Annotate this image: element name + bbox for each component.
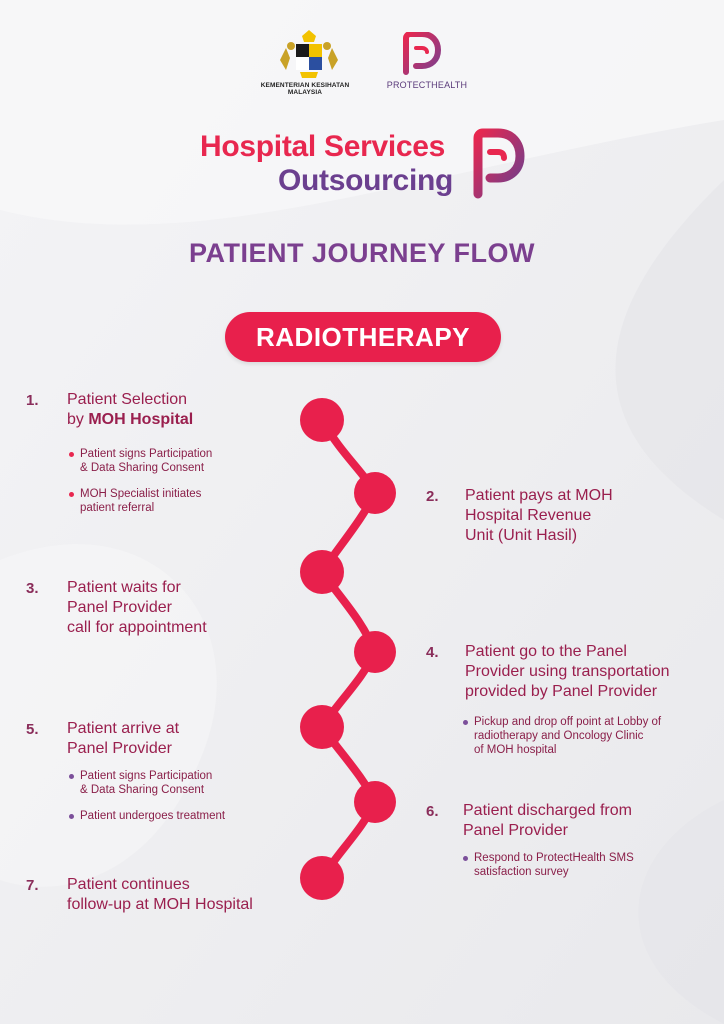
- node-5: [300, 705, 344, 749]
- step-4-number: 4.: [426, 644, 439, 661]
- protecthealth-logo: [403, 32, 442, 75]
- step-2-number: 2.: [426, 488, 439, 505]
- step-5-bullet-2: Patient undergoes treatment: [80, 810, 226, 822]
- bullet-dot: [69, 452, 74, 457]
- bullet-dot: [463, 856, 468, 861]
- node-3: [300, 550, 344, 594]
- step-6-number: 6.: [426, 803, 439, 820]
- title-line-1: Hospital Services: [200, 130, 446, 163]
- step-7-number: 7.: [26, 877, 39, 894]
- step-1-number: 1.: [26, 392, 39, 409]
- step-5-bullet-1: Patient signs Participation& Data Sharin…: [80, 770, 213, 796]
- node-6: [354, 781, 396, 823]
- service-pill: RADIOTHERAPY: [225, 312, 501, 362]
- node-7: [300, 856, 344, 900]
- node-2: [354, 472, 396, 514]
- bullet-dot: [69, 774, 74, 779]
- bullet-dot: [69, 814, 74, 819]
- node-4: [354, 631, 396, 673]
- title-line-2: Outsourcing: [278, 164, 454, 197]
- step-1-title: Patient Selection by MOH Hospital: [67, 391, 194, 428]
- step-1-bullet-1: Patient signs Participation& Data Sharin…: [80, 448, 213, 474]
- moh-caption: KEMENTERIAN KESIHATAN MALAYSIA: [260, 82, 350, 96]
- p-brand-icon: [473, 128, 525, 199]
- bullet-dot: [463, 720, 468, 725]
- bullet-dot: [69, 492, 74, 497]
- node-1: [300, 398, 344, 442]
- protecthealth-caption: PROTECTHEALTH: [386, 80, 468, 90]
- moh-crest-logo: [280, 30, 338, 78]
- journey-title: PATIENT JOURNEY FLOW: [188, 238, 535, 268]
- step-3-number: 3.: [26, 580, 39, 597]
- step-5-number: 5.: [26, 721, 39, 738]
